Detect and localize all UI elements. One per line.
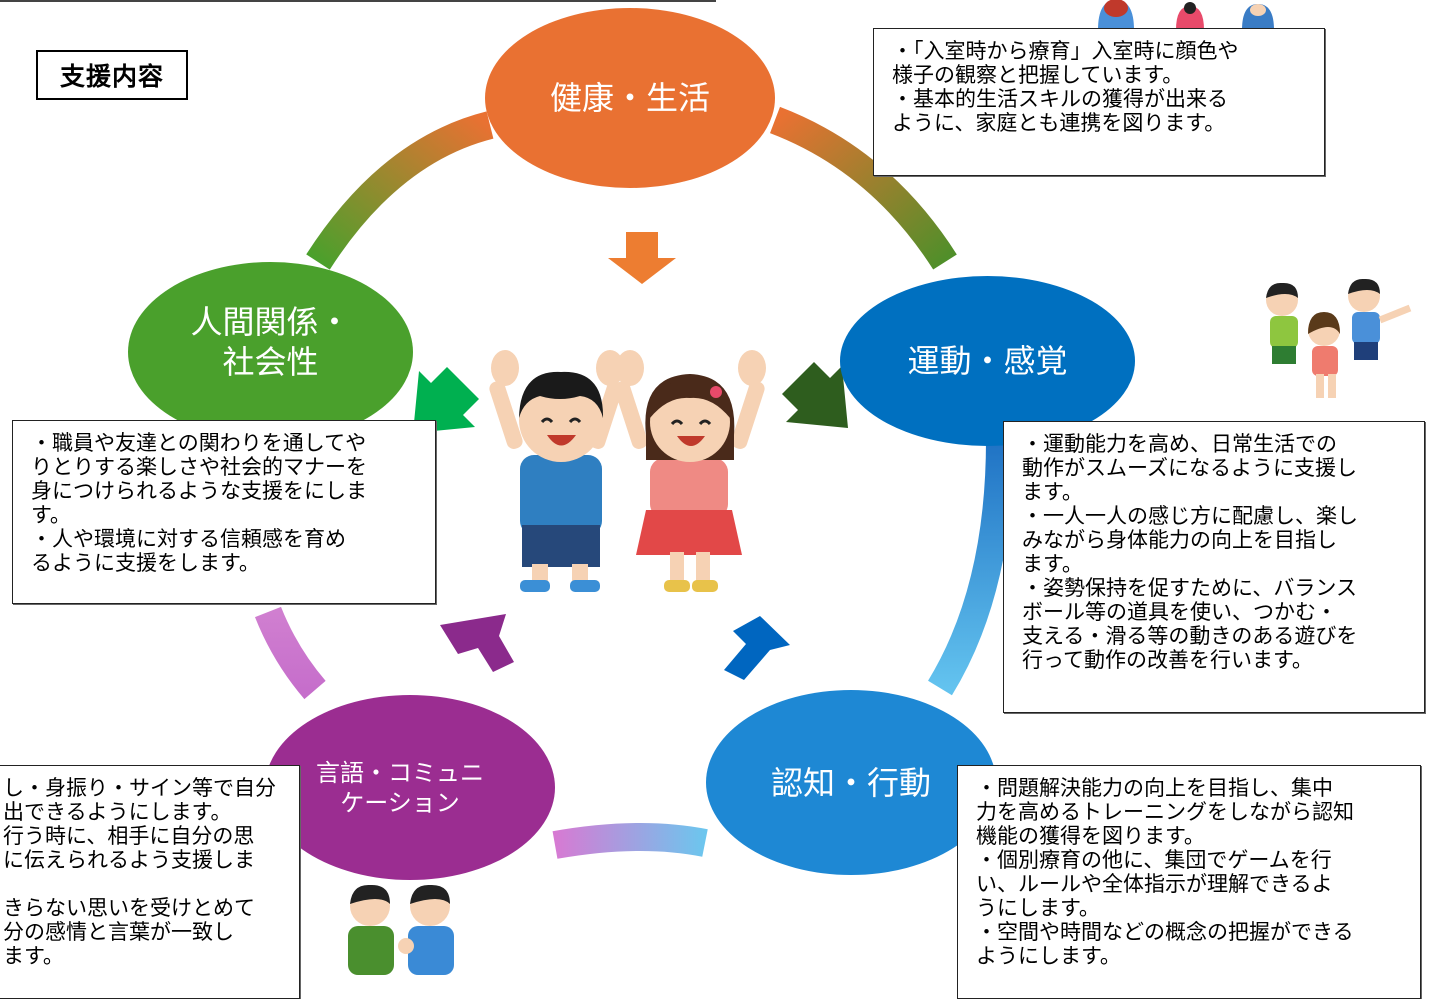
kids-running-illustration	[1266, 278, 1412, 398]
arrow-up-blue-icon	[724, 616, 790, 680]
textbox-motor: ・運動能力を高め、日常生活での 動作がスムーズになるように支援し ます。 ・一人…	[1003, 421, 1425, 713]
top-border-line	[0, 0, 716, 2]
node-health-label: 健康・生活	[549, 79, 710, 117]
node-cognition: 認知・行動	[706, 690, 996, 875]
arrow-up-purple-icon	[440, 614, 514, 672]
node-motor-label: 運動・感覚	[907, 342, 1068, 380]
arc-language-relations	[254, 606, 326, 700]
node-relations-label: 人間関係・ 社会性	[190, 303, 351, 381]
arc-health-motor	[769, 106, 957, 270]
node-language-label: 言語・コミュニ ケーション	[316, 758, 484, 817]
arc-motor-cognition	[928, 439, 1014, 696]
node-relations: 人間関係・ 社会性	[128, 262, 413, 442]
textbox-cognition: ・問題解決能力の向上を目指し、集中 力を高めるトレーニングをしながら認知 機能の…	[957, 765, 1421, 999]
node-cognition-label: 認知・行動	[770, 763, 931, 802]
kids-peeking-illustration	[1098, 0, 1274, 30]
arrow-left-darkgreen-icon	[782, 362, 848, 428]
page-title: 支援内容	[36, 50, 188, 100]
textbox-relations: ・職員や友達との関わりを通してや りとりする楽しさや社会的マナーを 身につけられ…	[12, 420, 436, 604]
arrow-down-icon	[608, 232, 676, 284]
node-language: 言語・コミュニ ケーション	[265, 695, 555, 880]
two-boys-talking-illustration	[348, 884, 454, 975]
textbox-language: し・身振り・サイン等で自分 出できるようにします。 行う時に、相手に自分の思 に…	[0, 765, 300, 999]
textbox-health: ・「入室時から療育」入室時に顔色や 様子の観察と把握しています。 ・基本的生活ス…	[873, 28, 1325, 176]
node-health: 健康・生活	[485, 8, 775, 188]
children-cheering-illustration	[489, 350, 766, 592]
arc-relations-health	[306, 111, 494, 270]
arrow-right-green-icon	[413, 367, 479, 433]
node-motor: 運動・感覚	[840, 276, 1135, 446]
arc-cognition-language	[552, 822, 708, 859]
